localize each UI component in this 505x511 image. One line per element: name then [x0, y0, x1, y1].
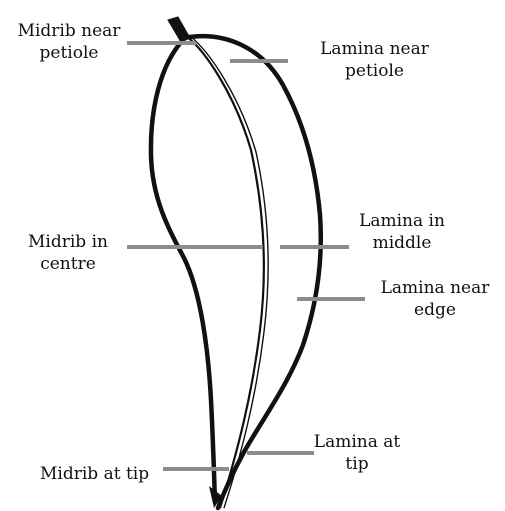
label-lamina-near-edge: Lamina near edge [372, 277, 498, 321]
label-midrib-at-tip-line1: Midrib at tip [40, 463, 164, 485]
label-lamina-at-tip-line2: tip [302, 453, 412, 475]
label-midrib-in-centre-line2: centre [14, 253, 122, 275]
label-midrib-near-petiole-line1: Midrib near [8, 20, 130, 42]
label-lamina-in-middle-line2: middle [352, 232, 452, 254]
leaf-outline-left [151, 40, 215, 502]
midrib-line-inner [190, 36, 268, 508]
label-lamina-in-middle: Lamina in middle [352, 210, 452, 254]
label-lamina-in-middle-line1: Lamina in [352, 210, 452, 232]
label-midrib-near-petiole: Midrib near petiole [8, 20, 130, 64]
label-midrib-in-centre: Midrib in centre [14, 231, 122, 275]
label-lamina-near-petiole: Lamina near petiole [307, 38, 442, 82]
label-lamina-near-edge-line2: edge [372, 299, 498, 321]
label-midrib-in-centre-line1: Midrib in [14, 231, 122, 253]
leaf-outline-right [183, 36, 321, 508]
label-lamina-near-petiole-line1: Lamina near [307, 38, 442, 60]
label-midrib-at-tip: Midrib at tip [40, 463, 164, 485]
label-lamina-near-petiole-line2: petiole [307, 60, 442, 82]
label-midrib-near-petiole-line2: petiole [8, 42, 130, 64]
label-lamina-at-tip: Lamina at tip [302, 431, 412, 475]
label-lamina-near-edge-line1: Lamina near [372, 277, 498, 299]
label-lamina-at-tip-line1: Lamina at [302, 431, 412, 453]
